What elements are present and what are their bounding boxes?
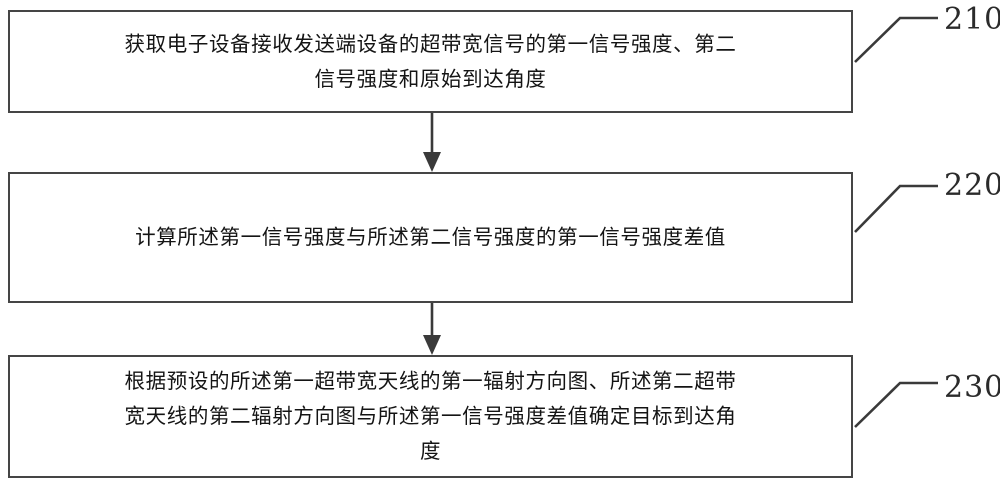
flow-step-210-line-2: 信号强度和原始到达角度 — [314, 66, 547, 91]
flow-step-230-line-3: 度 — [419, 439, 442, 463]
flow-step-230: 根据预设的所述第一超带宽天线的第一辐射方向图、所述第二超带 宽天线的第二辐射方向… — [8, 355, 853, 478]
leader-line-230 — [854, 381, 938, 428]
flow-step-210: 获取电子设备接收发送端设备的超带宽信号的第一信号强度、第二 信号强度和原始到达角… — [8, 10, 853, 113]
connector-220-to-230 — [423, 303, 441, 355]
leader-line-210 — [854, 16, 938, 63]
reference-numeral-210: 210 — [944, 2, 1000, 37]
leader-line-220 — [854, 184, 938, 233]
flow-step-220-line-1: 计算所述第一信号强度与所述第二信号强度的第一信号强度差值 — [135, 225, 726, 249]
flow-step-220: 计算所述第一信号强度与所述第二信号强度的第一信号强度差值 — [8, 172, 853, 303]
reference-numeral-230: 230 — [944, 370, 1000, 405]
flow-step-210-line-1: 获取电子设备接收发送端设备的超带宽信号的第一信号强度、第二 — [124, 31, 737, 56]
flow-step-230-line-2: 宽天线的第二辐射方向图与所述第一信号强度差值确定目标到达角 — [124, 404, 737, 428]
reference-numeral-220: 220 — [944, 168, 1000, 203]
connector-210-to-220 — [423, 113, 441, 172]
flow-step-230-line-1: 根据预设的所述第一超带宽天线的第一辐射方向图、所述第二超带 — [124, 369, 737, 393]
